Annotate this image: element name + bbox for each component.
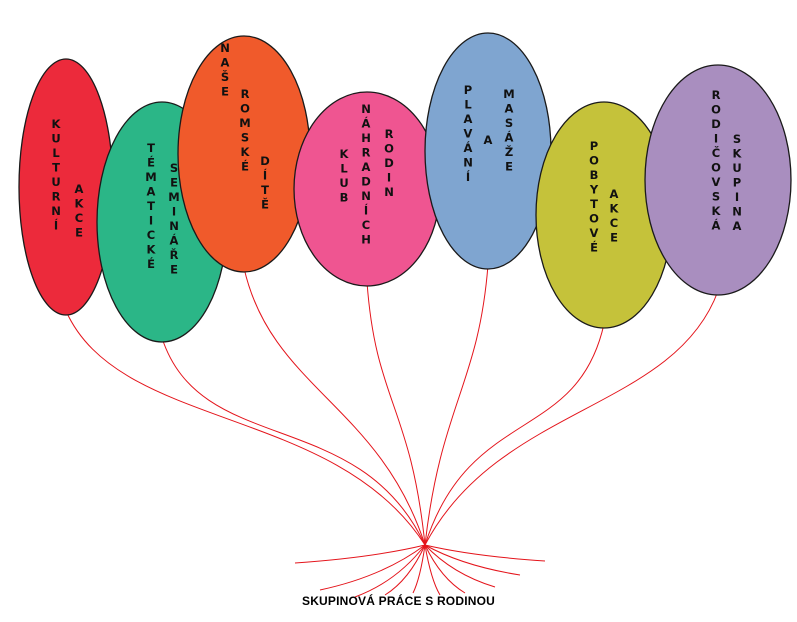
balloon-label-column: A [484, 133, 493, 147]
string-tail [384, 544, 426, 596]
string-tail [319, 544, 426, 591]
balloon-string [366, 281, 426, 546]
balloon-string [424, 264, 489, 546]
string-tail [424, 544, 546, 562]
string-tail [354, 544, 426, 598]
balloon-shape [18, 58, 114, 316]
balloon-shape [644, 64, 792, 296]
string-tail [424, 544, 521, 576]
balloon-string [161, 337, 426, 546]
balloon-string [243, 267, 426, 546]
string-tail [424, 544, 466, 594]
balloon-strings [65, 264, 719, 598]
string-tail [294, 544, 426, 564]
diagram-caption: SKUPINOVÁ PRÁCE S RODINOU [301, 594, 496, 608]
string-tail [424, 544, 441, 596]
balloon-string [65, 310, 426, 546]
balloon-shape [424, 32, 552, 270]
balloon-string [424, 323, 605, 546]
string-tail [424, 544, 496, 588]
balloon-string [424, 290, 719, 546]
string-tail [412, 544, 426, 594]
